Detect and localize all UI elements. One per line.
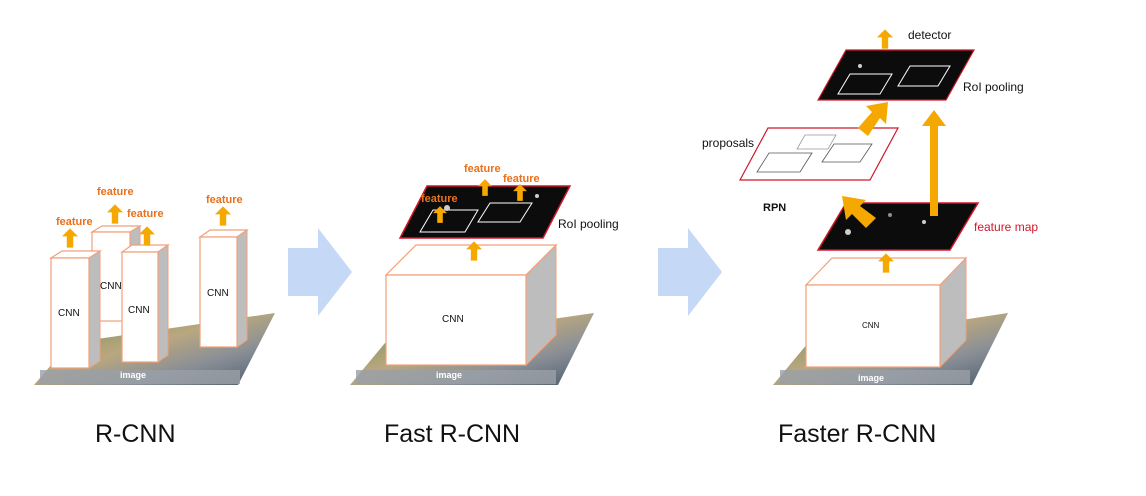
rcnn-feature-label-2: feature	[97, 186, 134, 198]
faster-roi-pooling-label: RoI pooling	[963, 80, 1024, 94]
proposals-plane	[738, 127, 900, 181]
proposals-to-roi-arrow	[858, 102, 888, 136]
feature-map-to-roi-arrow	[922, 110, 946, 216]
rpn-label: RPN	[763, 202, 786, 214]
fast-image-label: image	[436, 370, 462, 380]
detector-label: detector	[908, 28, 951, 42]
fast-rcnn-panel: image CNN RoI pooling feature feature fe…	[350, 163, 619, 448]
rcnn-image-road	[40, 370, 240, 384]
faster-rcnn-title: Faster R-CNN	[778, 420, 936, 448]
faster-cnn-box: CNN	[804, 256, 968, 369]
proposals-label: proposals	[702, 136, 754, 150]
rcnn-panel: image CNN CNN CNN CNN	[34, 186, 275, 448]
flow-arrow-1	[288, 228, 352, 316]
faster-feature-map	[816, 202, 980, 251]
fast-feature-map	[398, 185, 572, 239]
faster-rcnn-panel: image CNN feature map proposals RPN	[702, 28, 1038, 448]
fast-rcnn-title: Fast R-CNN	[384, 420, 520, 448]
rpn-arrow	[842, 196, 876, 228]
faster-image-label: image	[858, 373, 884, 383]
fast-feature-label-2: feature	[464, 163, 501, 175]
svg-text:CNN: CNN	[207, 288, 229, 299]
flow-arrow-2	[658, 228, 722, 316]
rcnn-up-arrow-3	[139, 226, 155, 246]
svg-text:CNN: CNN	[100, 281, 122, 292]
rcnn-image-label: image	[120, 370, 146, 380]
svg-text:CNN: CNN	[442, 314, 464, 325]
rcnn-cnn-box-3: CNN	[120, 244, 170, 363]
rcnn-up-arrow-4	[215, 206, 231, 226]
fast-roi-pooling-label: RoI pooling	[558, 217, 619, 231]
rcnn-cnn-box-4: CNN	[198, 229, 249, 348]
rcnn-cnn-box-1: CNN	[48, 250, 103, 369]
rcnn-feature-label-1: feature	[56, 216, 93, 228]
detector-up-arrow	[877, 29, 893, 49]
fast-cnn-box: CNN	[384, 243, 558, 367]
faster-feature-map-label: feature map	[974, 220, 1038, 234]
svg-text:CNN: CNN	[862, 321, 880, 330]
svg-text:CNN: CNN	[58, 308, 80, 319]
fast-feature-label-1: feature	[421, 193, 458, 205]
rcnn-up-arrow-2	[107, 204, 123, 224]
rcnn-feature-label-4: feature	[206, 194, 243, 206]
rcnn-title: R-CNN	[95, 420, 176, 448]
rcnn-up-arrow-1	[62, 228, 78, 248]
faster-roi-map	[816, 49, 976, 101]
svg-text:CNN: CNN	[128, 305, 150, 316]
rcnn-feature-label-3: feature	[127, 208, 164, 220]
fast-feature-label-3: feature	[503, 173, 540, 185]
